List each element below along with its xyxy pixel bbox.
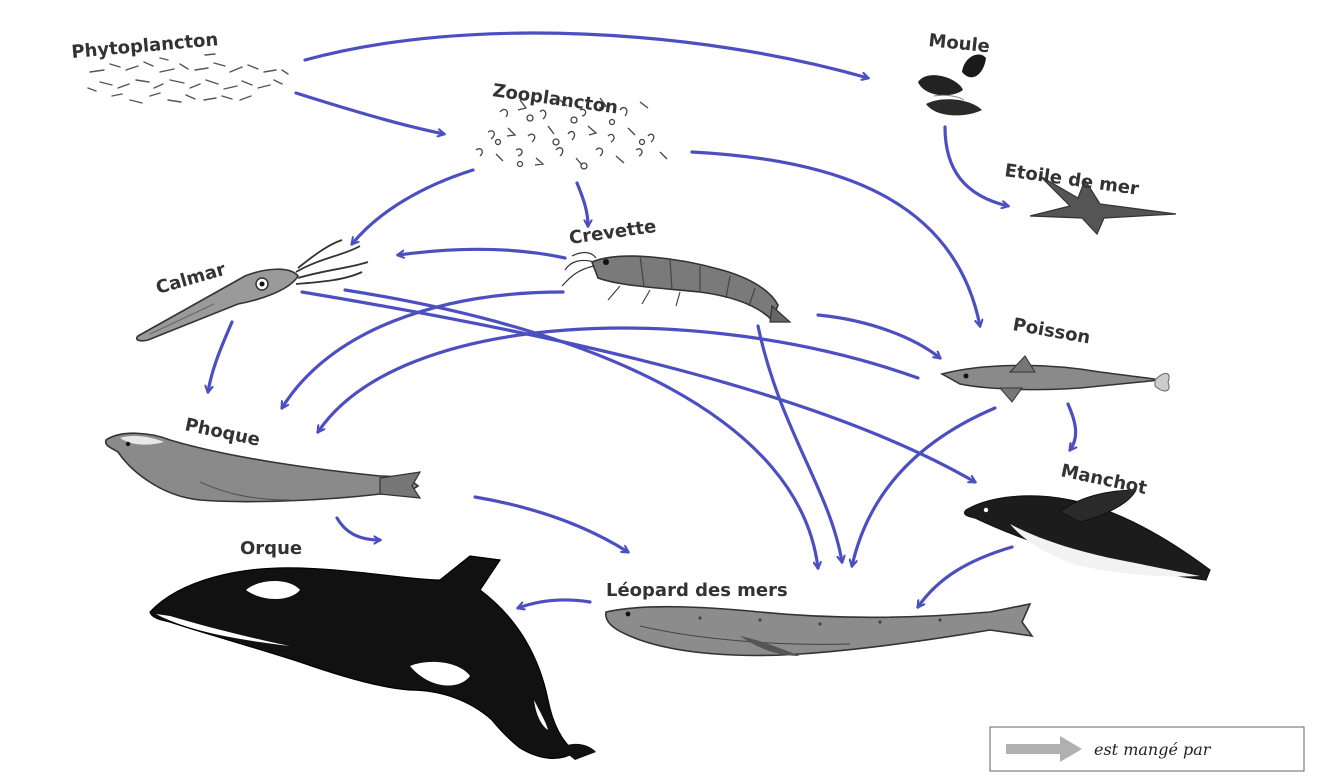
arrow-leopard-to-orque — [518, 598, 592, 608]
arrow-crevette-to-leopard — [756, 324, 842, 562]
label-moule: Moule — [927, 30, 990, 57]
arrow-calmar-to-phoque — [208, 320, 234, 392]
crevette-illustration — [561, 251, 792, 323]
arrow-phoque-to-orque — [335, 516, 380, 540]
label-poisson: Poisson — [1011, 314, 1092, 348]
label-leopard-des-mers: Léopard des mers — [606, 580, 788, 601]
arrow-phoque-to-leopard — [473, 495, 628, 554]
arrow-phytoplancton-to-zooplancton — [294, 91, 444, 134]
label-crevette: Crevette — [568, 216, 658, 249]
etoile-de-mer-illustration — [1029, 175, 1177, 236]
poisson-illustration — [940, 355, 1170, 403]
arrow-poisson-to-phoque — [316, 326, 920, 432]
manchot-illustration — [963, 489, 1211, 581]
arrow-manchot-to-leopard — [916, 545, 1014, 607]
arrow-zooplancton-to-calmar — [350, 168, 475, 244]
arrow-calmar-to-manchot — [300, 290, 975, 484]
arrow-crevette-to-phoque — [280, 290, 565, 408]
arrow-crevette-to-calmar — [398, 247, 567, 260]
moule-illustration — [918, 54, 986, 116]
arrow-poisson-to-manchot — [1066, 402, 1076, 450]
leopard-des-mers-illustration — [605, 602, 1034, 657]
orque-illustration — [149, 555, 596, 760]
arrow-zooplancton-to-crevette — [575, 181, 588, 226]
arrow-moule-to-etoile — [943, 125, 1008, 206]
legend-arrow-icon — [1006, 736, 1082, 762]
arrows — [208, 31, 1076, 608]
legend-label: est mangé par — [1094, 740, 1212, 759]
zooplancton-illustration — [475, 97, 668, 170]
calmar-illustration — [135, 239, 369, 342]
phytoplancton-illustration — [87, 53, 289, 104]
label-phoque: Phoque — [183, 414, 262, 450]
phoque-illustration — [104, 432, 422, 503]
label-orque: Orque — [240, 538, 302, 559]
label-zooplancton: Zooplancton — [491, 80, 619, 118]
arrow-phytoplancton-to-moule — [303, 31, 868, 78]
label-phytoplancton: Phytoplancton — [71, 29, 219, 63]
arrow-zooplancton-to-poisson — [690, 150, 980, 326]
legend: est mangé par — [989, 726, 1305, 772]
arrow-crevette-to-poisson — [816, 313, 940, 360]
arrow-poisson-to-leopard — [852, 406, 997, 566]
arrow-calmar-to-leopard — [343, 288, 818, 568]
